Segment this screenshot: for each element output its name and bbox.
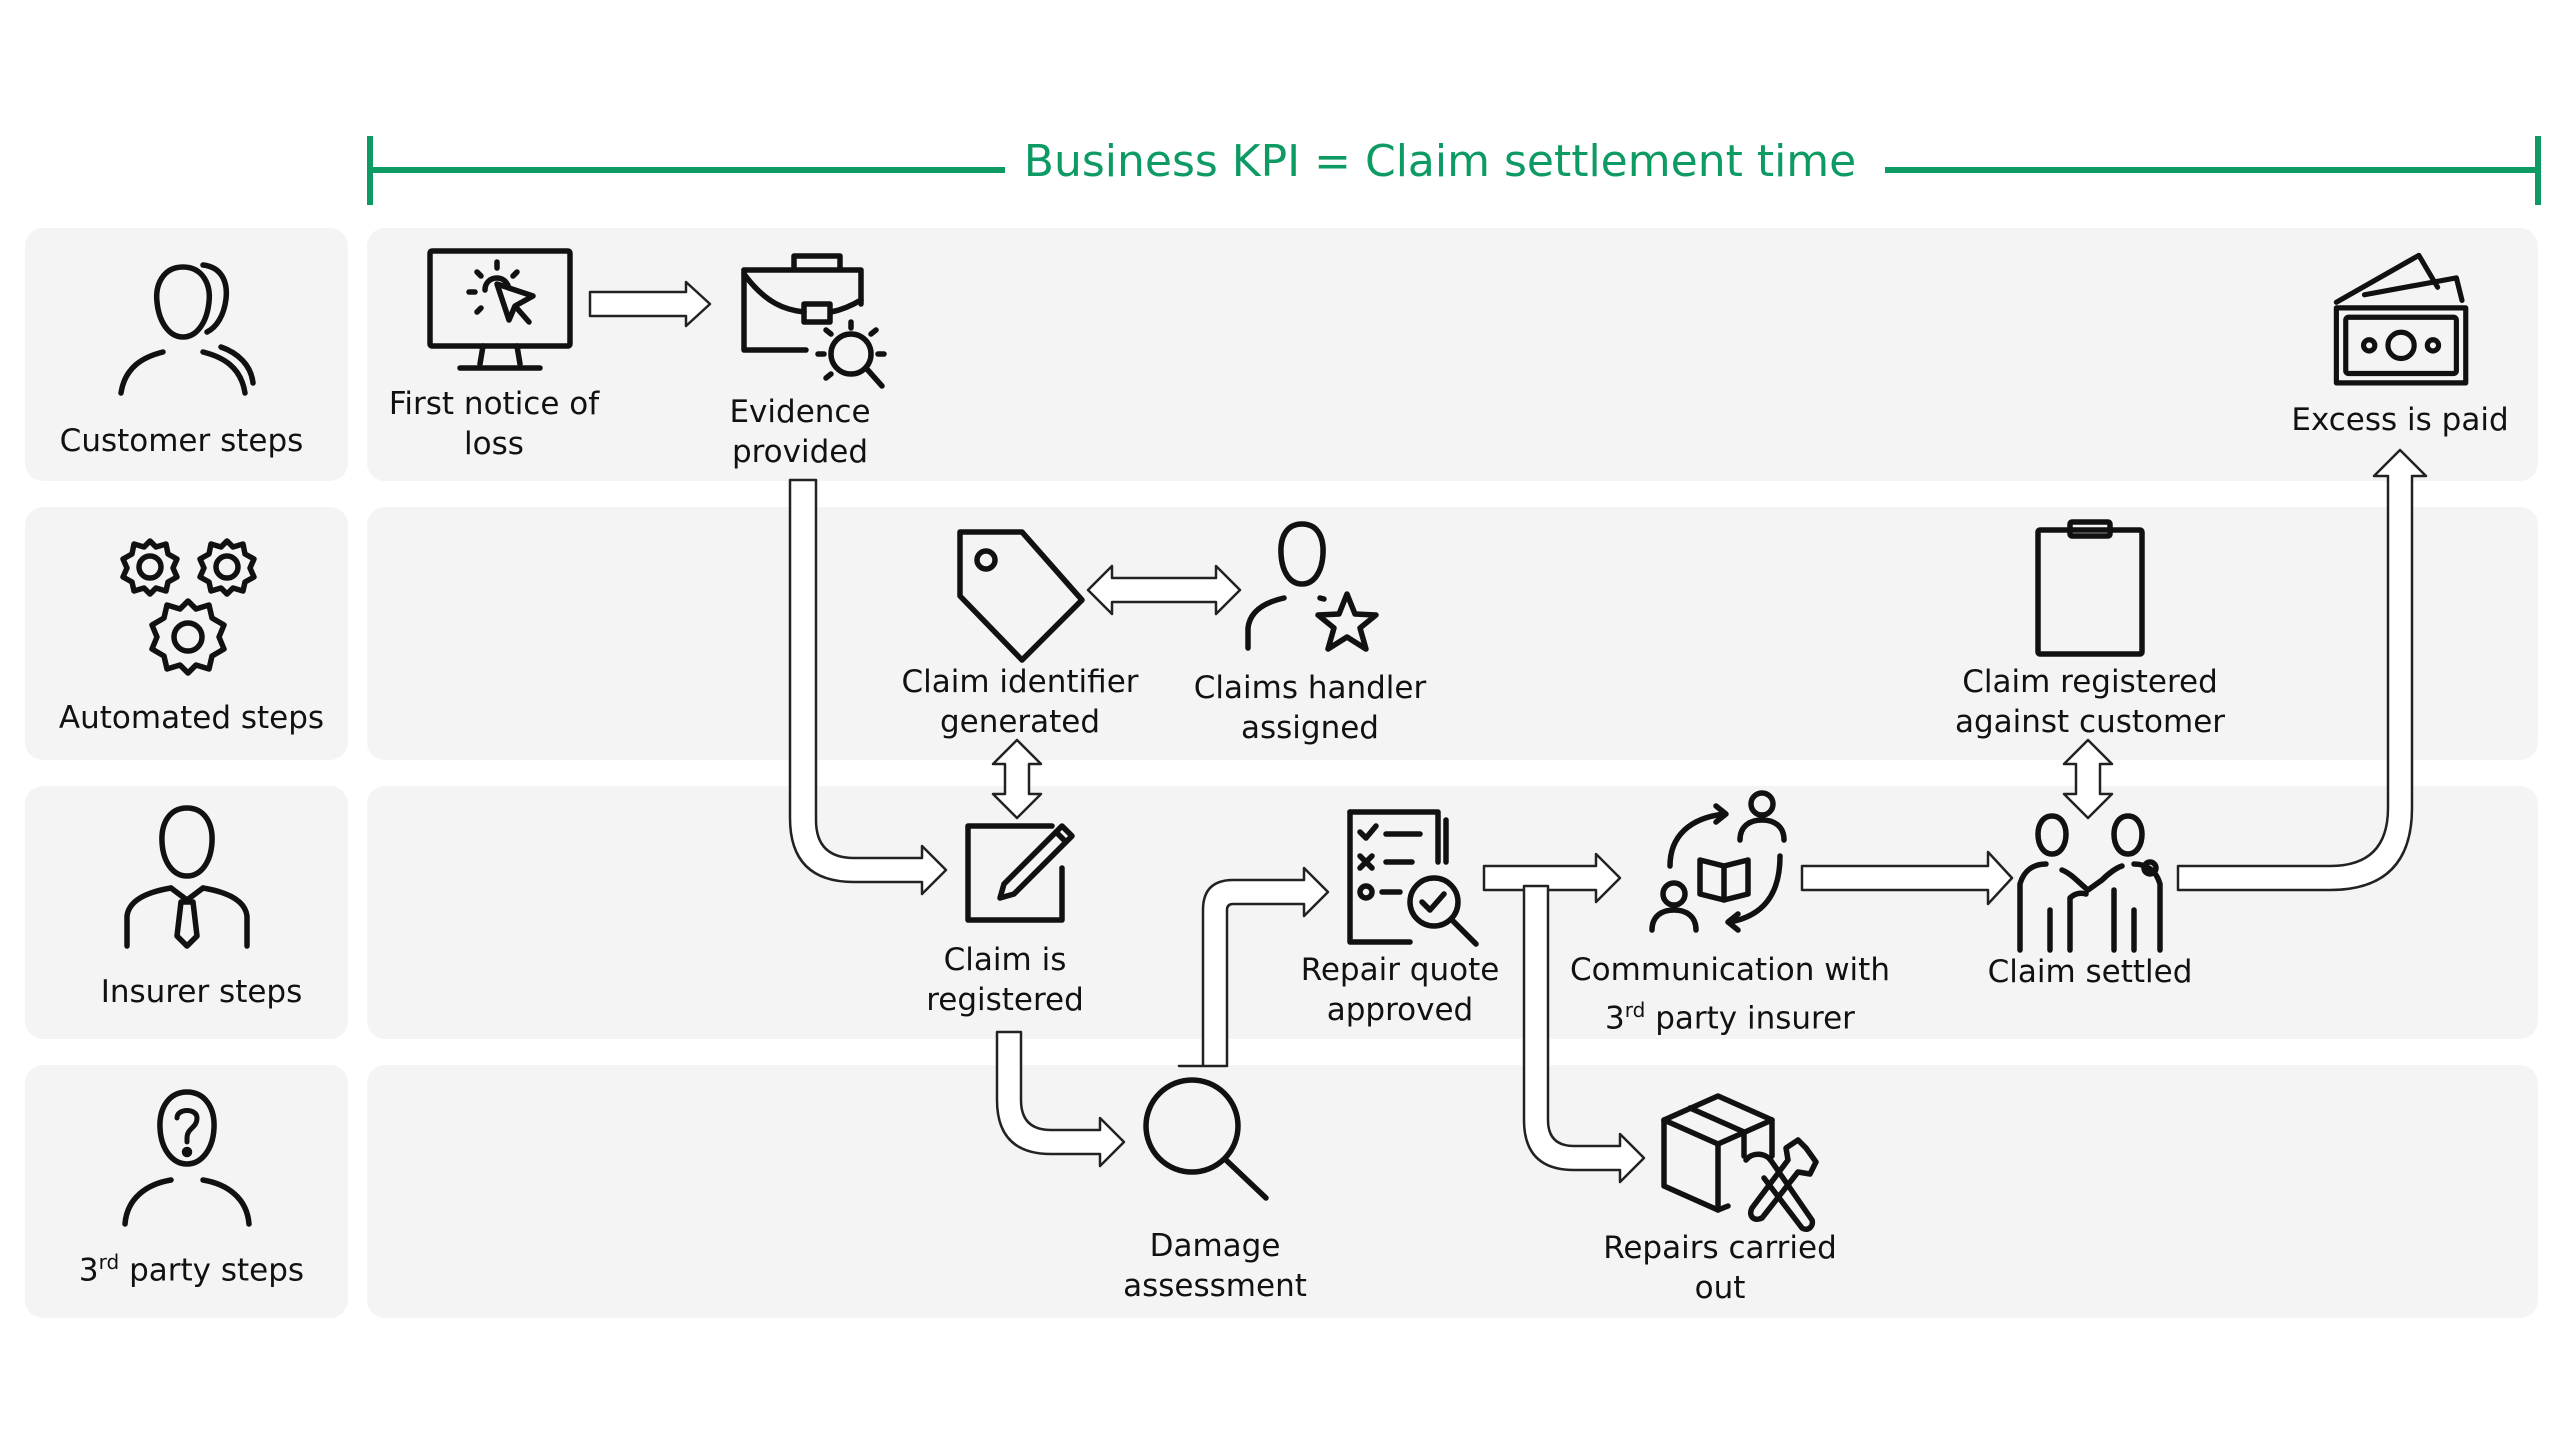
arrow-quote-to-comms <box>1482 852 1622 904</box>
person-star-icon <box>1245 521 1379 652</box>
lane-label-text-automated: Automated steps <box>58 700 325 736</box>
lane-label-text-customer: Customer steps <box>59 423 304 459</box>
handshake-people-icon <box>2017 813 2163 953</box>
money-notes-icon <box>2333 252 2469 386</box>
kpi-title: Business KPI = Claim settlement time <box>1023 136 1857 187</box>
step-claim-settled: Claim settled <box>1987 954 2193 990</box>
step-communication: Communication with 3rd party insurer <box>1570 952 1890 1037</box>
step-excess: Excess is paid <box>2291 402 2509 438</box>
lane-customer <box>367 228 2538 481</box>
arrow-settled-to-excess <box>2176 448 2428 892</box>
automated-gears-icon <box>120 538 257 676</box>
communication-cycle-icon <box>1649 790 1787 933</box>
lane-label-automated <box>25 507 348 760</box>
briefcase-search-icon <box>741 253 887 389</box>
arrow-damage-to-quote <box>1177 866 1330 1068</box>
checklist-search-icon <box>1347 809 1479 947</box>
arrow-registered-to-damage <box>995 1030 1126 1168</box>
lane-third <box>367 1065 2538 1318</box>
lane-automated <box>367 507 2538 760</box>
arrow-fnol-to-evidence <box>588 280 712 328</box>
insurer-icon <box>124 805 250 949</box>
computer-click-icon <box>427 248 573 371</box>
lane-label-customer <box>25 228 348 481</box>
edit-icon <box>965 823 1075 923</box>
magnifier-icon <box>1143 1077 1269 1201</box>
kpi-bracket <box>367 136 2541 205</box>
clipboard-icon <box>2035 519 2145 657</box>
arrow-comms-to-settled <box>1800 850 2014 906</box>
price-tag-icon <box>957 529 1085 663</box>
arrow-claimid-handler <box>1086 564 1242 616</box>
box-tools-icon <box>1661 1093 1819 1233</box>
third-party-icon <box>122 1089 252 1227</box>
arrow-claimid-registered <box>991 738 1043 820</box>
lane-label-text-third: 3rd party steps <box>78 1250 305 1289</box>
arrow-evidence-to-registered <box>788 478 948 896</box>
lane-label-third <box>25 1065 348 1318</box>
lane-insurer <box>367 786 2538 1039</box>
arrow-registeredcustomer-settled <box>2062 738 2114 820</box>
arrow-quote-to-repairs <box>1522 884 1646 1184</box>
lane-label-text-insurer: Insurer steps <box>100 974 303 1010</box>
lane-label-insurer <box>25 786 348 1039</box>
customer-icon <box>118 262 256 396</box>
